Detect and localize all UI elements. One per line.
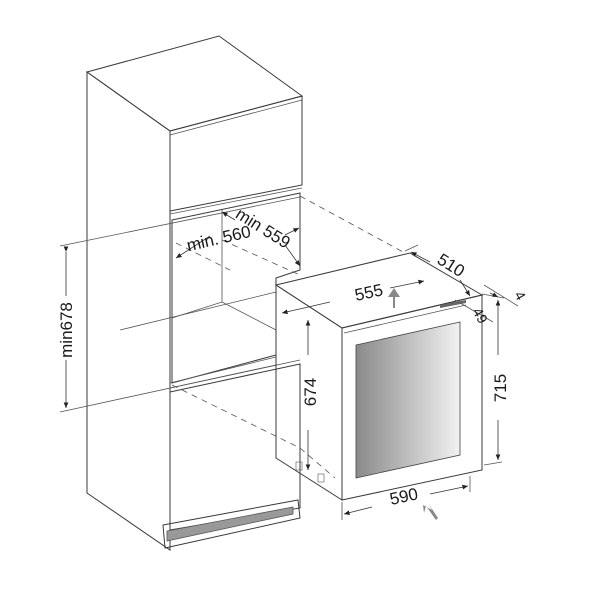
lower-cabinet-door (162, 363, 301, 549)
width-top-dimension: 555 (281, 279, 425, 315)
niche-height-label: min678 (57, 302, 76, 358)
tall-cabinet (85, 35, 304, 551)
depth-dimension: 510 (404, 244, 471, 297)
niche-width-label: min. 560 (185, 222, 253, 255)
total-height-label: 715 (491, 374, 510, 402)
niche-height-dimension: min678 (57, 196, 301, 413)
depth-label: 510 (434, 250, 468, 281)
door-offset-dimension: 49 (454, 299, 494, 327)
ventilation-in-arrow (423, 503, 438, 520)
front-width-dimension: 590 (341, 476, 471, 520)
gap-label: 4 (511, 288, 529, 303)
projection-lines (171, 195, 406, 479)
glass-door-pane (355, 321, 461, 479)
wine-cooler (274, 252, 484, 520)
body-height-label: 674 (301, 378, 320, 406)
body-height-dimension: 674 (301, 320, 320, 470)
front-width-label: 590 (388, 484, 420, 508)
door-offset-label: 49 (470, 305, 492, 327)
width-top-label: 555 (353, 280, 385, 304)
niche-width-dimension: min. 560 (175, 222, 253, 259)
gap-dimension: 4 (481, 284, 529, 307)
total-height-dimension: 715 (483, 300, 510, 466)
ventilation-out-arrow (388, 288, 400, 308)
